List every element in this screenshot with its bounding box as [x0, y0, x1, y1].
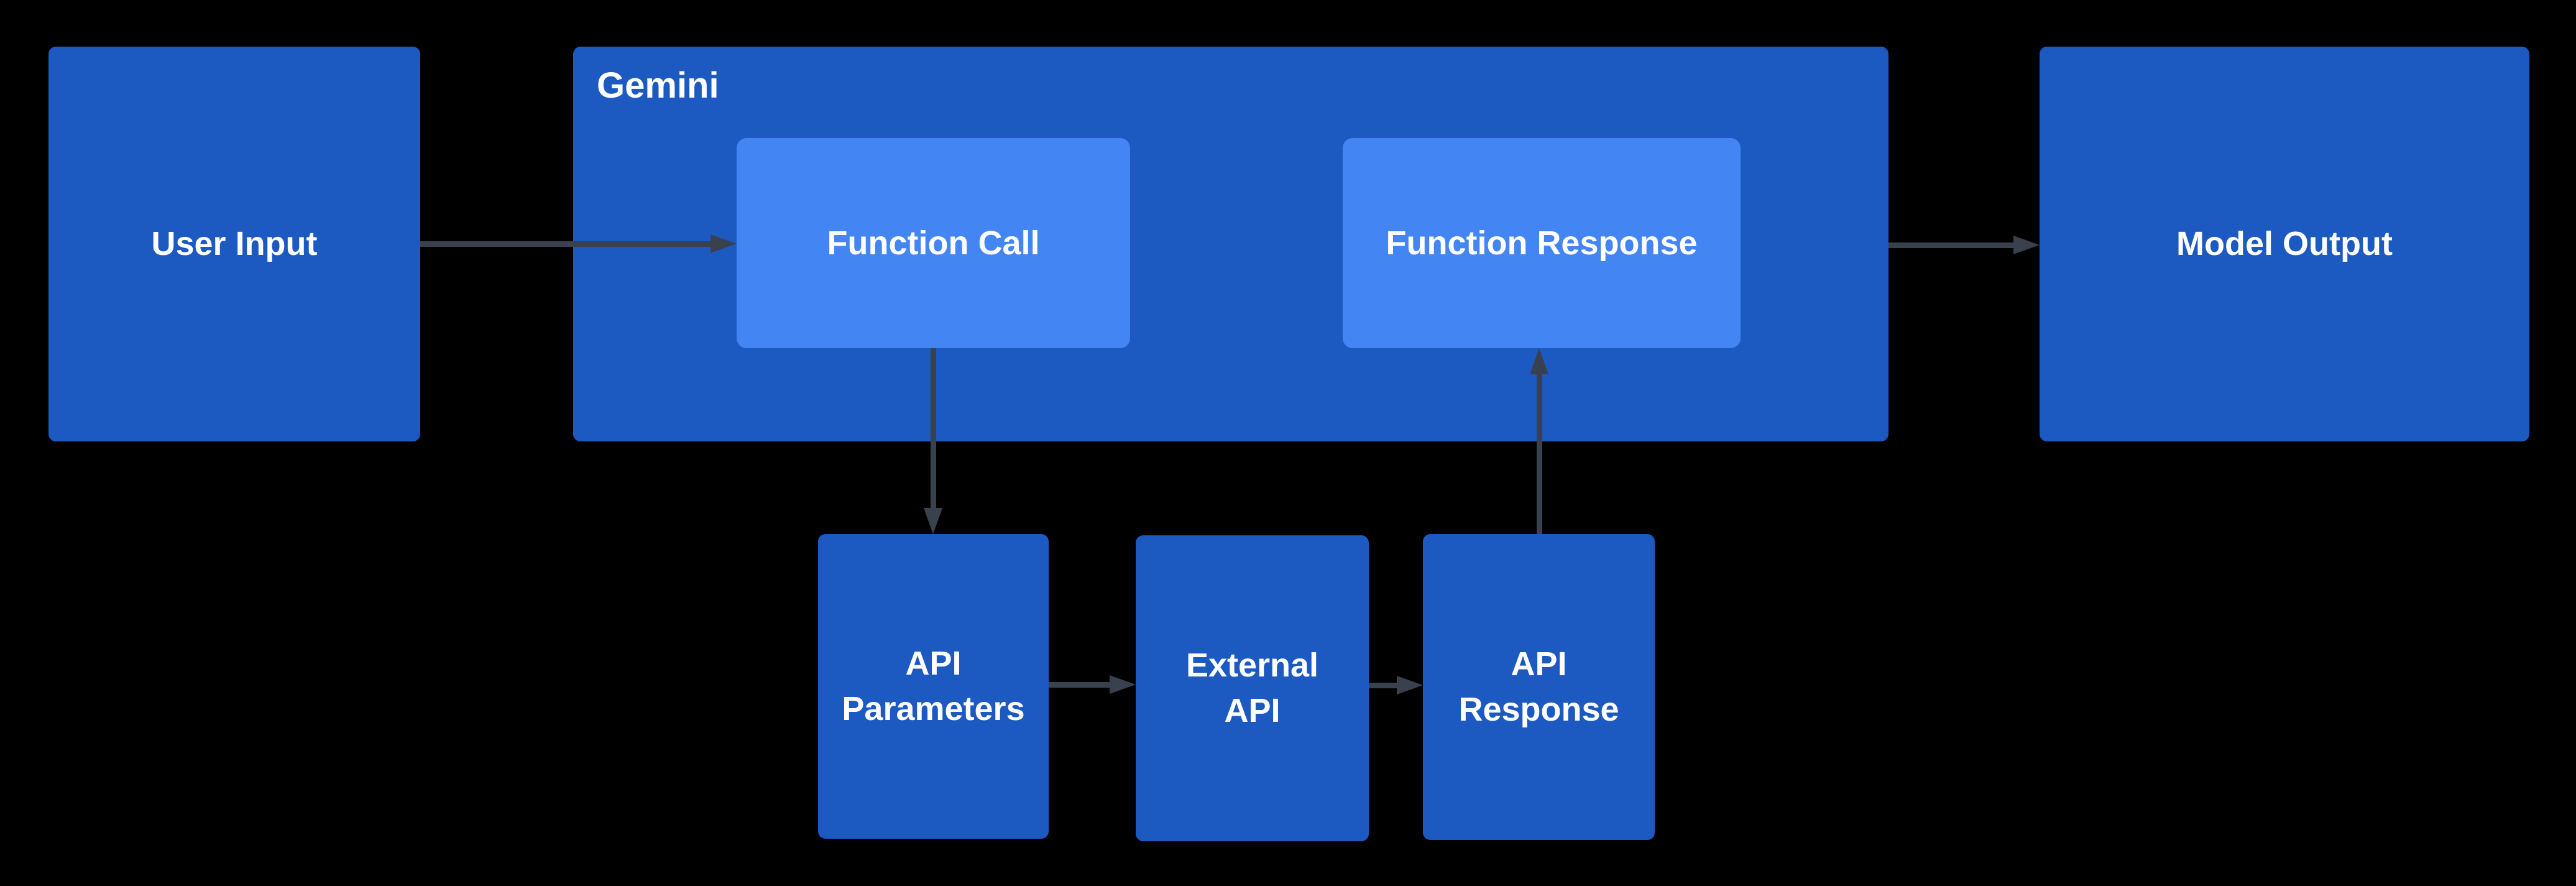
arrowhead-right-icon: [1397, 676, 1423, 694]
node-user-input: User Input: [48, 47, 420, 441]
arrowhead-up-icon: [1530, 348, 1548, 374]
node-api-parameters: API Parameters: [818, 534, 1049, 839]
node-function-call-label: Function Call: [827, 224, 1040, 262]
node-function-response: Function Response: [1343, 138, 1741, 348]
node-model-output: Model Output: [2040, 47, 2529, 441]
arrowhead-down-icon: [924, 508, 942, 534]
arrow-shaft: [420, 241, 711, 247]
node-api-parameters-label: API Parameters: [842, 645, 1025, 727]
node-user-input-label: User Input: [151, 225, 318, 263]
node-api-response-label: API Response: [1458, 645, 1619, 728]
node-external-api: External API: [1136, 535, 1369, 841]
arrow-shaft: [1888, 242, 2013, 248]
arrow-shaft: [931, 348, 936, 508]
arrow-shaft: [1049, 682, 1110, 688]
arrowhead-right-icon: [1110, 675, 1136, 694]
arrow-shaft: [1537, 374, 1542, 534]
gemini-container-label: Gemini: [597, 65, 719, 106]
node-external-api-label: External API: [1185, 647, 1319, 729]
node-function-response-label: Function Response: [1386, 224, 1698, 262]
node-function-call: Function Call: [737, 138, 1130, 348]
node-model-output-label: Model Output: [2176, 225, 2393, 263]
arrowhead-right-icon: [711, 234, 737, 253]
node-api-response: API Response: [1423, 534, 1655, 840]
arrowhead-right-icon: [2013, 236, 2040, 254]
arrow-shaft: [1369, 683, 1397, 688]
